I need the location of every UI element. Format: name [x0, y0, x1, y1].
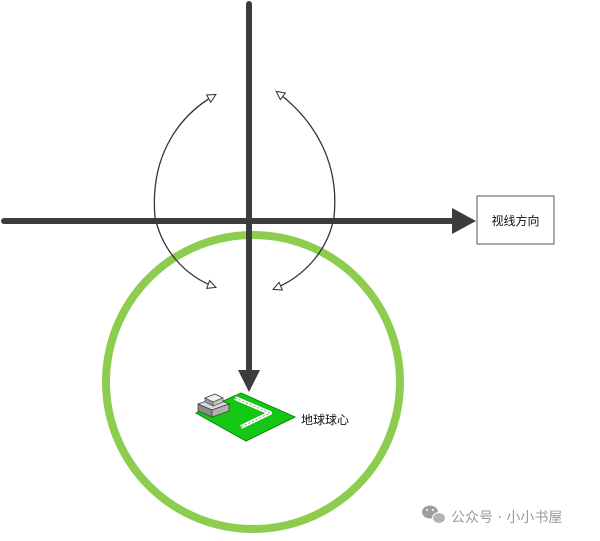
view-direction-label: 视线方向: [491, 213, 539, 228]
view-direction-box: [476, 195, 555, 245]
rotation-arrow-lower-right: [274, 216, 335, 289]
wechat-logo-icon: [422, 505, 446, 524]
rotation-arrow-upper-right: [277, 92, 336, 218]
earth-circle: [102, 231, 404, 533]
earth-center-label: 地球球心: [301, 413, 349, 427]
watermark-text: 公众号 · 小小书屋: [451, 510, 562, 526]
rotation-arrow-lower-left: [154, 216, 215, 287]
building-icon: [196, 393, 231, 418]
vertical-arrowhead-icon: [238, 370, 260, 392]
runway-dashes: [234, 397, 271, 428]
watermark: 公众号 · 小小书屋: [422, 505, 562, 526]
horizontal-arrowhead-icon: [452, 208, 476, 234]
rotation-arrow-upper-left: [153, 95, 215, 218]
